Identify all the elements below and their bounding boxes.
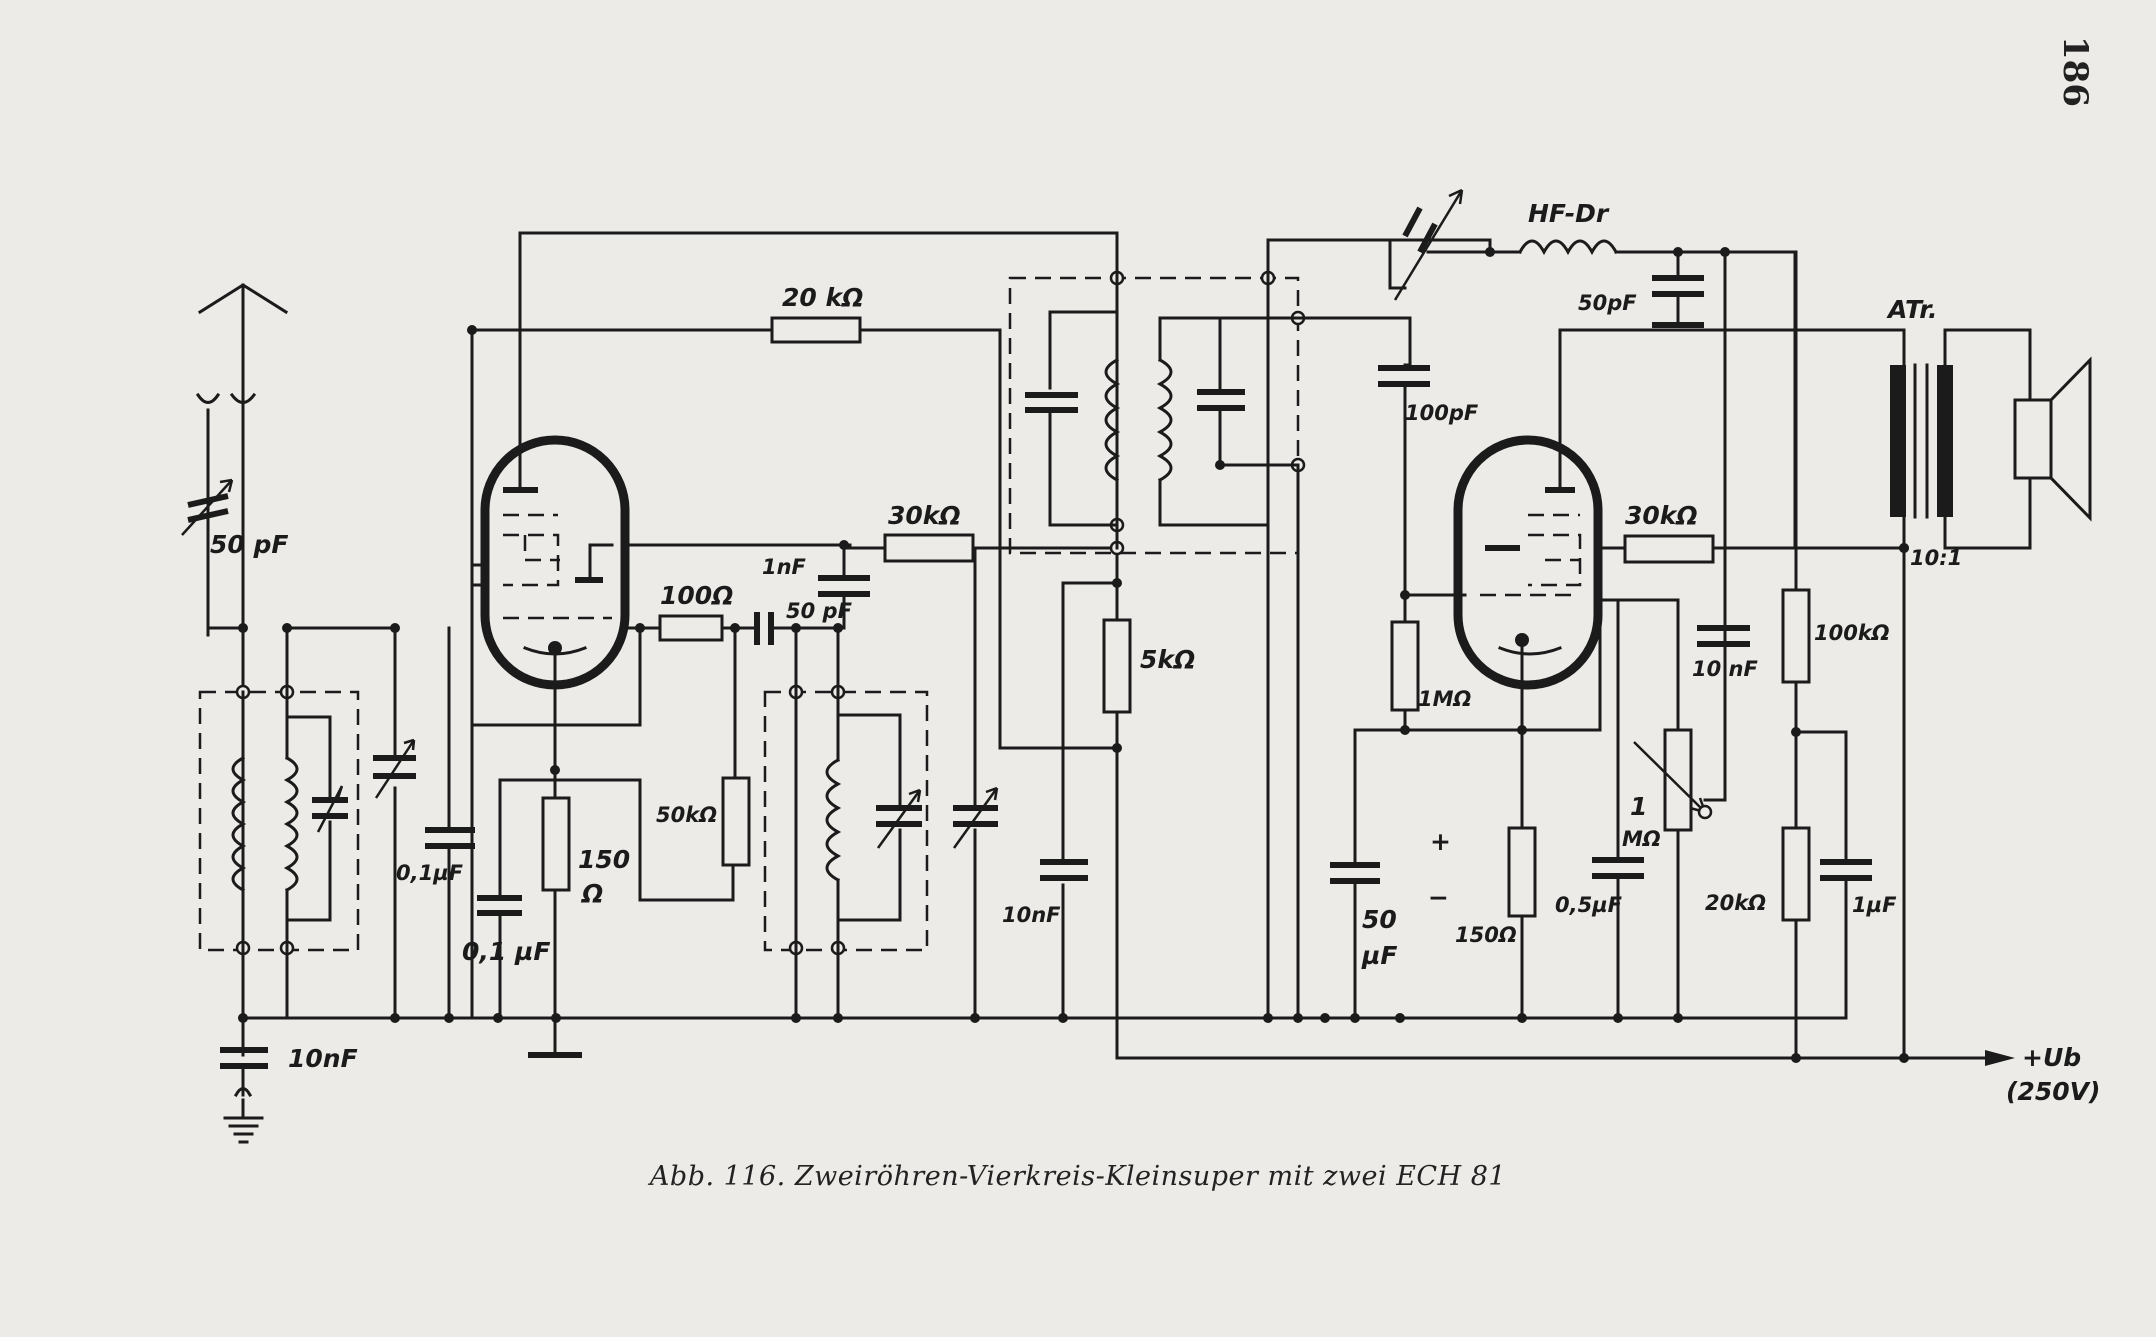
tube-2-envelope [1453, 435, 1603, 690]
resistor-5k [1102, 618, 1132, 714]
ground-capacitor [220, 1047, 268, 1069]
resistor-20k [1781, 826, 1811, 922]
resistor-1m-grid [1390, 620, 1420, 712]
if-capacitor-secondary [1197, 389, 1245, 411]
label-c-50pf-right: 50pF [1578, 291, 1637, 315]
label-c-100pf: 100pF [1405, 401, 1479, 425]
label-c-cathode1-bypass: 0,1 µF [462, 937, 550, 966]
if-coil-primary [1104, 357, 1121, 483]
label-c-10nf-mid: 10nF [1002, 903, 1061, 927]
label-pot-1m-a: 1 [1630, 792, 1647, 821]
coupling-capacitor-grid [754, 612, 774, 645]
loudspeaker-icon [2013, 356, 2092, 522]
tube-2-electrodes [1480, 328, 1797, 656]
resistor-150-cathode1 [541, 796, 571, 892]
capacitor-10nf-mid [1040, 859, 1088, 881]
capacitor-0-5uf [1592, 857, 1644, 879]
tube-1-electrodes [503, 487, 614, 656]
label-r-150-right: 150Ω [1455, 923, 1517, 947]
label-polarity-minus: − [1428, 883, 1449, 912]
label-r-20k: 20 kΩ [782, 283, 863, 312]
resistor-30k-left [883, 533, 975, 563]
label-r-5k: 5kΩ [1140, 645, 1195, 674]
resistor-20k [770, 316, 862, 344]
input-coil-secondary [283, 755, 299, 893]
input-filter-shield [198, 690, 360, 952]
label-c-50uf-b: µF [1361, 941, 1397, 970]
capacitor-100pf [1378, 365, 1430, 387]
label-r-cathode1-b: Ω [580, 879, 603, 908]
label-hf-choke: HF-Dr [1528, 199, 1610, 228]
if-coil-secondary [1156, 357, 1173, 483]
feedback-trimmer-capacitor [1393, 188, 1464, 301]
label-c-ground: 10nF [288, 1044, 358, 1073]
label-output-transformer: ATr. [1886, 295, 1938, 324]
cathode-bypass-capacitor [477, 895, 522, 916]
label-c-50pf-osc: 50 pF [786, 599, 853, 623]
resistor-100k [1781, 588, 1811, 684]
oscillator-filter-shield [763, 690, 929, 952]
label-r-50k: 50kΩ [656, 803, 717, 827]
label-r-100k: 100kΩ [1814, 621, 1890, 645]
if-capacitor-primary [1025, 392, 1078, 413]
label-pot-1m-b: MΩ [1622, 827, 1661, 851]
label-c-1nf: 1nF [762, 555, 807, 579]
screen-capacitor-1 [425, 827, 475, 849]
antenna-trimmer-capacitor [181, 478, 234, 536]
earth-ground-icon [223, 1116, 264, 1144]
label-c-1uf: 1µF [1852, 893, 1897, 917]
resistor-150-right [1507, 826, 1537, 918]
if-transformer-shield [1008, 276, 1300, 555]
input-tuning-trimmer [312, 785, 348, 833]
label-r-cathode1-a: 150 [578, 845, 630, 874]
label-r-30k-right: 30kΩ [1625, 501, 1698, 530]
figure-caption: Abb. 116. Zweiröhren-Vierkreis-Kleinsupe… [649, 1161, 1507, 1192]
label-c-0-5uf: 0,5µF [1555, 893, 1623, 917]
resistor-30k-right [1623, 534, 1715, 564]
hf-choke-coil [1517, 239, 1619, 256]
label-supply: +Ub [2022, 1043, 2081, 1072]
tuning-capacitor-1 [373, 738, 416, 799]
oscillator-coil [825, 757, 842, 883]
antenna-symbol [195, 283, 289, 637]
resistor-50k [721, 776, 751, 867]
oscillator-tuning-capacitor [876, 788, 922, 849]
coupling-capacitor-oscillator [818, 575, 870, 597]
resistor-100 [658, 614, 724, 642]
capacitor-50pf-right [1652, 275, 1704, 297]
label-polarity-plus: + [1430, 827, 1451, 856]
label-r-1m-grid: 1MΩ [1418, 687, 1472, 711]
label-transformer-ratio: 10:1 [1910, 546, 1962, 570]
label-c-screen1: 0,1µF [396, 861, 464, 885]
label-r-100: 100Ω [660, 581, 733, 610]
electrolytic-capacitor-50uf [1330, 862, 1380, 884]
supply-arrow-icon [1985, 1050, 2015, 1066]
tuning-capacitor-2 [952, 786, 999, 849]
label-supply-voltage: (250V) [2006, 1077, 2100, 1106]
output-transformer [1890, 328, 2032, 550]
capacitor-1uf [1820, 859, 1872, 881]
label-r-30k-left: 30kΩ [888, 501, 961, 530]
label-c-antenna: 50 pF [210, 530, 288, 559]
label-c-50uf-a: 50 [1362, 905, 1397, 934]
label-r-20k: 20kΩ [1705, 891, 1766, 915]
input-coil-primary [231, 755, 247, 893]
